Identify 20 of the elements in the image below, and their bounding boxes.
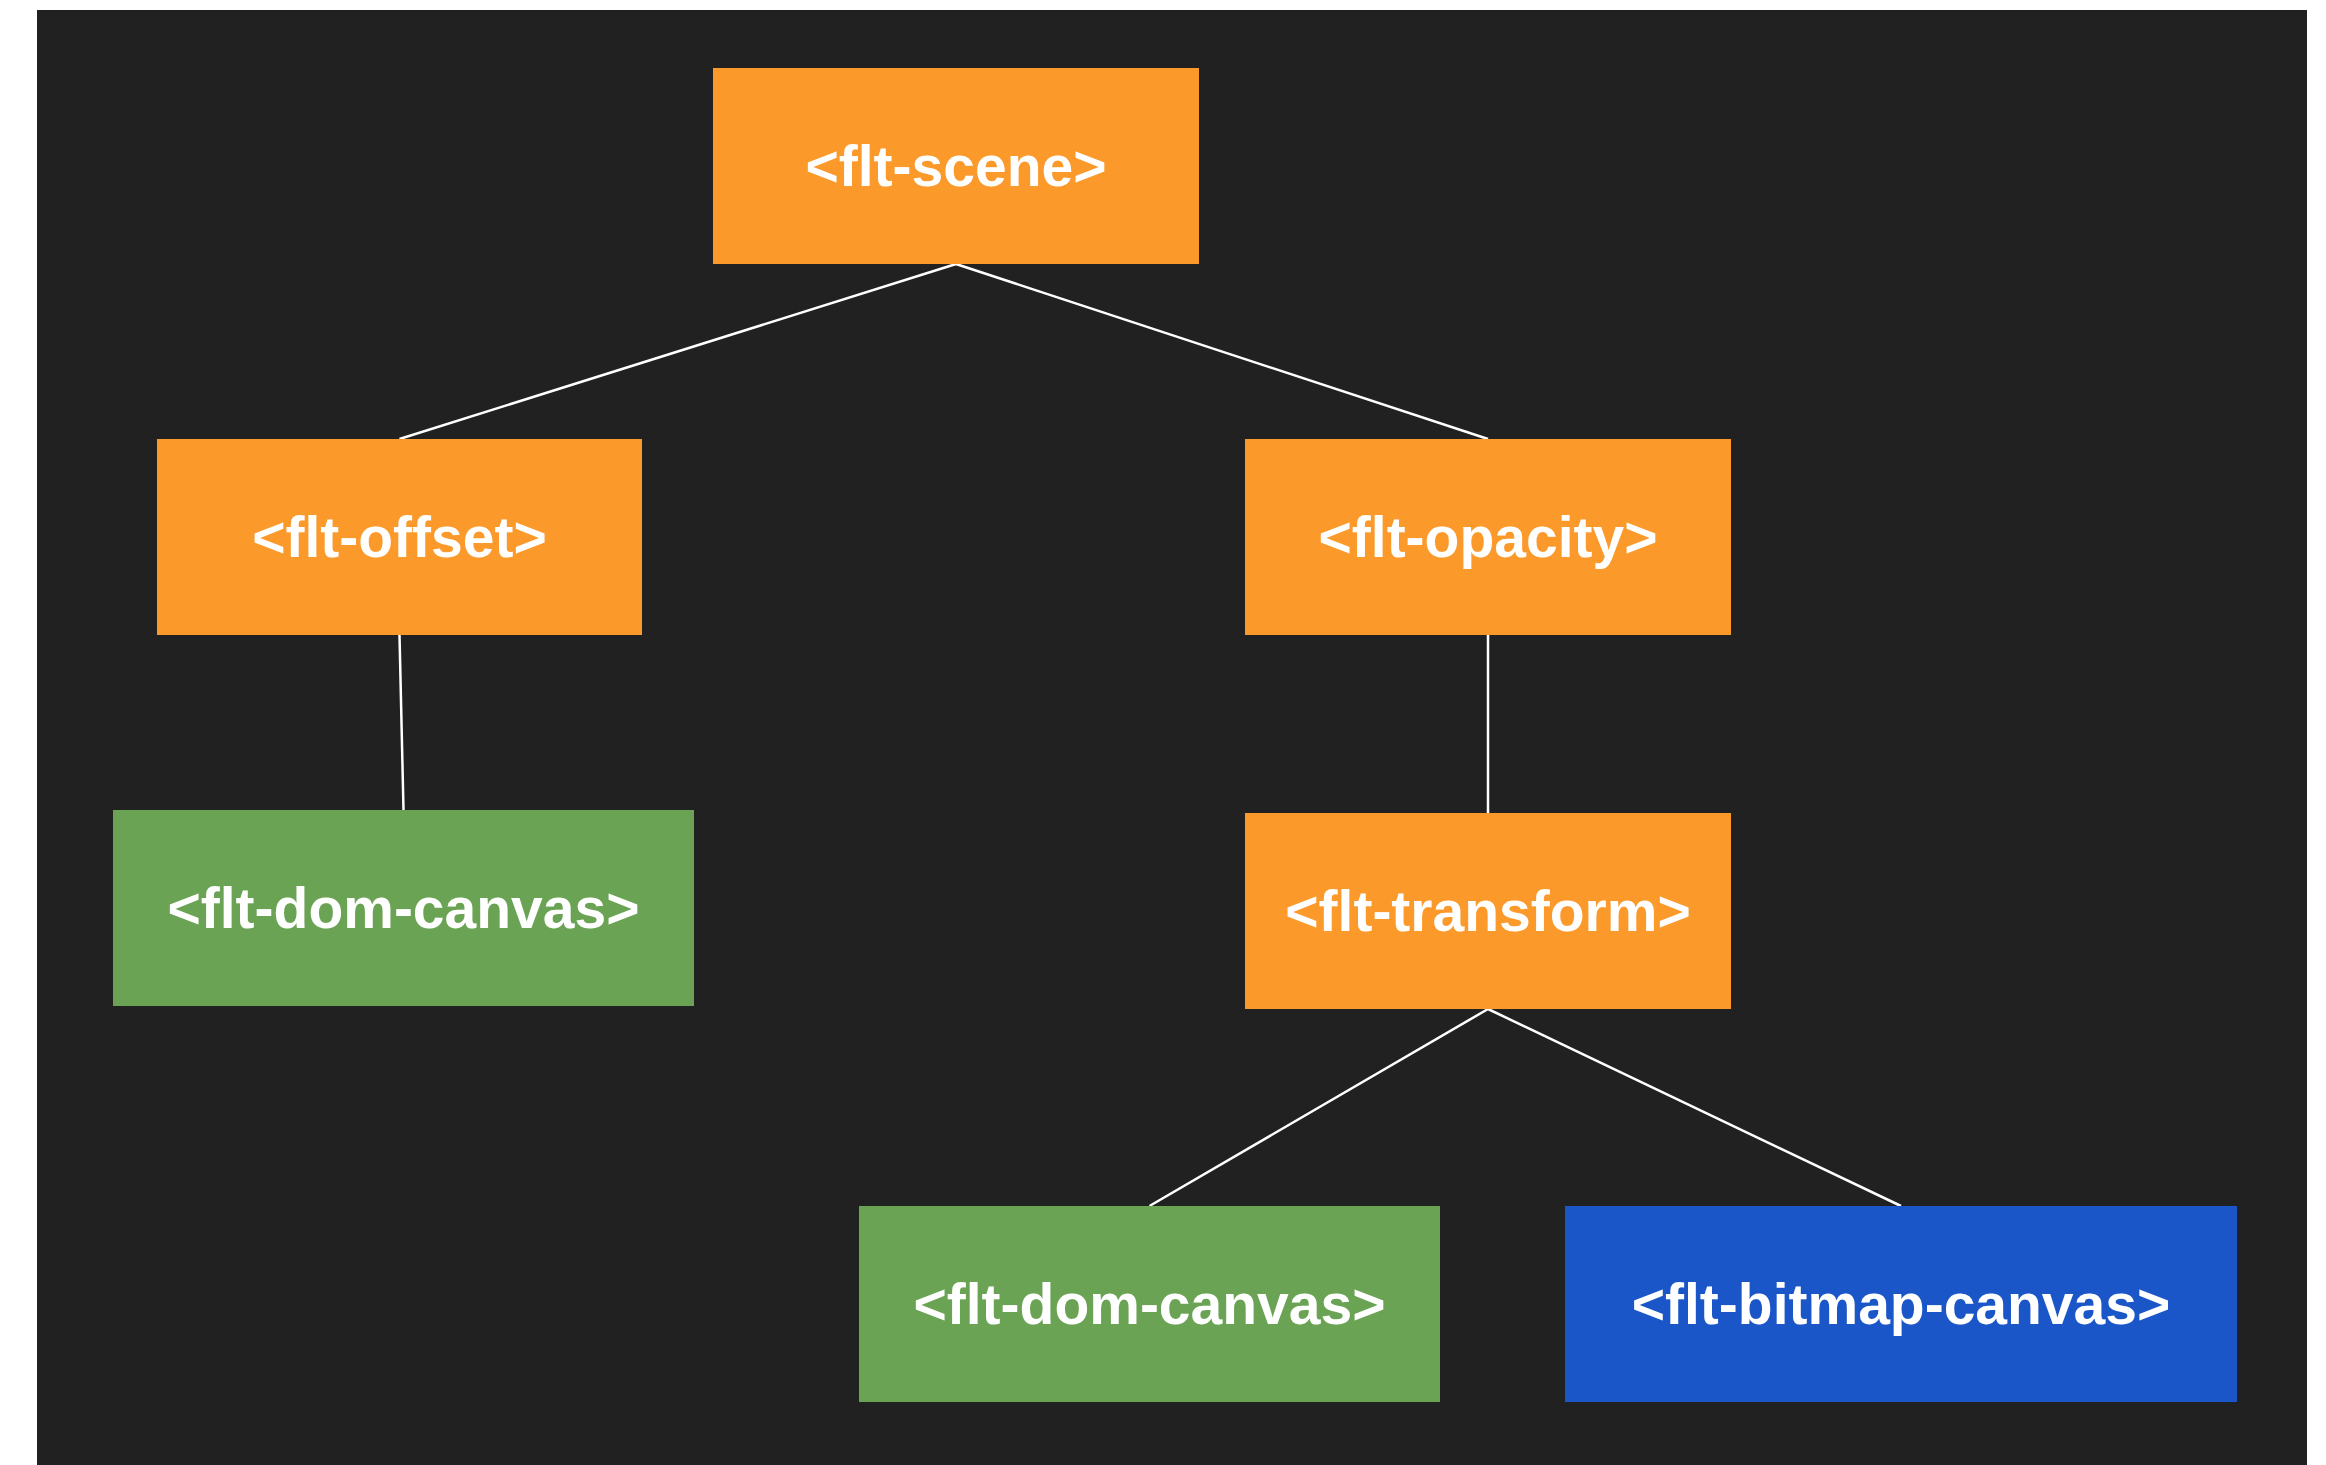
node-label: <flt-transform> [1285,878,1691,944]
connector-line [955,262,1489,441]
layer-box [157,439,642,635]
connector-line [1486,635,1490,813]
node-label: <flt-opacity> [1318,504,1658,570]
node-label: <flt-dom-canvas> [167,875,640,941]
layer-box [713,68,1199,264]
layer-box [1245,813,1731,1009]
connector-line [399,262,957,441]
connector-line [398,634,405,811]
node-label: <flt-offset> [252,504,547,570]
dom-canvas-box [859,1206,1440,1402]
connector-line [1148,1007,1489,1208]
bitmap-canvas-box [1565,1206,2237,1402]
node-label: <flt-scene> [805,133,1107,199]
connector-line [1487,1007,1902,1208]
node-label: <flt-dom-canvas> [913,1271,1386,1337]
layer-box [1245,439,1731,635]
dom-canvas-box [113,810,694,1006]
node-label: <flt-bitmap-canvas> [1631,1271,2171,1337]
